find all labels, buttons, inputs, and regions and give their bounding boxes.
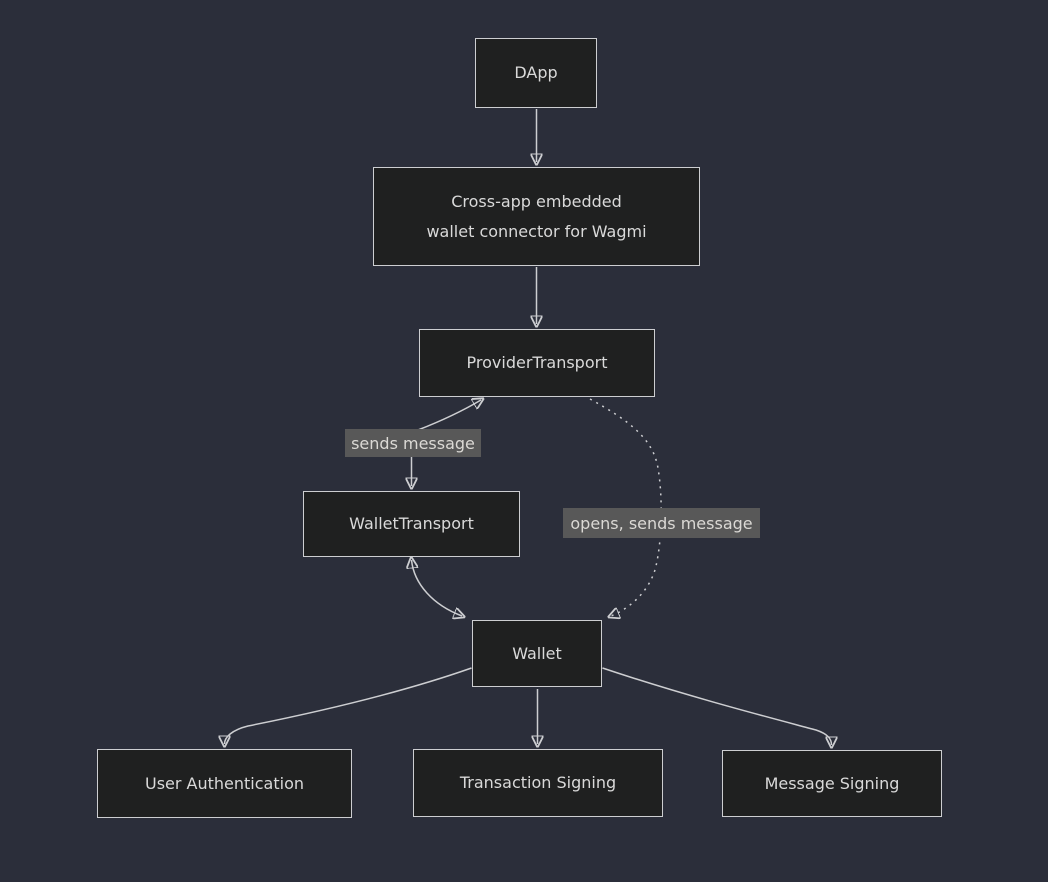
edge-provider-transport-to-wallet-dotted — [589, 398, 662, 616]
node-transaction-signing-label: Transaction Signing — [459, 773, 617, 792]
node-user-authentication-label: User Authentication — [144, 773, 304, 793]
node-cross-app-connector: Cross-app embedded wallet connector for … — [373, 167, 700, 266]
edge-label-opens-sends-message: opens, sends message — [563, 508, 760, 538]
edge-label-sends-message: sends message — [345, 429, 481, 457]
edge-label-opens-sends-message-text: opens, sends message — [570, 513, 753, 533]
node-dapp: DApp — [475, 38, 597, 108]
node-provider-transport: ProviderTransport — [419, 329, 655, 397]
node-dapp-label: DApp — [514, 63, 558, 82]
node-wallet-transport: WalletTransport — [303, 491, 520, 557]
node-cross-app-connector-label-line2: wallet connector for Wagmi — [426, 221, 647, 241]
edge-wallet-to-message-signing — [602, 667, 832, 745]
node-user-authentication: User Authentication — [97, 749, 352, 818]
node-transaction-signing: Transaction Signing — [413, 749, 663, 817]
node-message-signing-label: Message Signing — [764, 773, 900, 793]
node-wallet: Wallet — [472, 620, 602, 687]
node-cross-app-connector-label-line1: Cross-app embedded — [451, 191, 622, 211]
edge-label-sends-message-text: sends message — [351, 433, 475, 453]
node-message-signing: Message Signing — [722, 750, 942, 817]
node-wallet-label: Wallet — [512, 643, 562, 663]
edge-wallet-to-user-authentication — [225, 667, 472, 744]
edge-wallet-transport-wallet — [412, 560, 463, 616]
node-provider-transport-label: ProviderTransport — [466, 353, 608, 372]
node-wallet-transport-label: WalletTransport — [349, 514, 474, 533]
